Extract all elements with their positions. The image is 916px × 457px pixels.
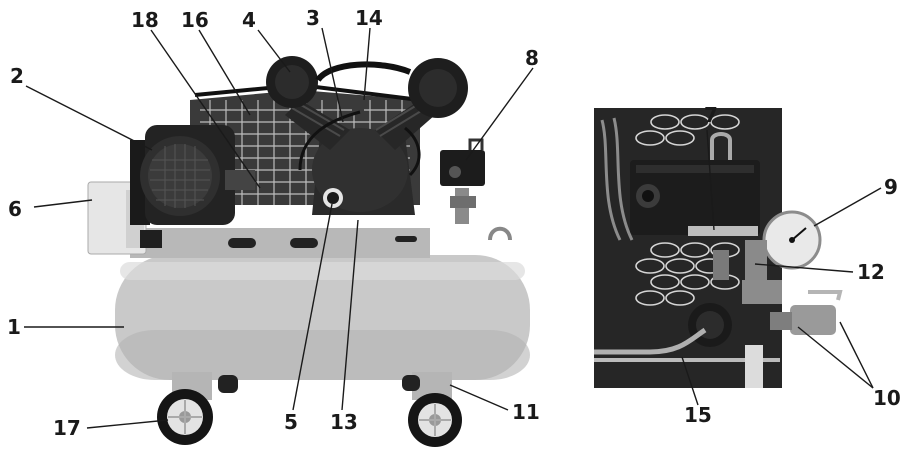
leader-9	[813, 187, 882, 227]
electric-motor	[130, 125, 255, 225]
compressor-pump	[285, 100, 435, 215]
leader-15	[681, 356, 699, 406]
label-5: 5	[284, 410, 298, 434]
detail-lever	[688, 226, 758, 236]
label-14: 14	[355, 6, 383, 30]
label-12: 12	[857, 260, 885, 284]
leader-17	[86, 419, 169, 429]
label-1: 1	[7, 315, 21, 339]
leader-4	[257, 29, 291, 73]
label-13: 13	[330, 410, 358, 434]
leader-13	[341, 219, 359, 411]
leader-8	[465, 67, 534, 161]
wheel-right	[408, 372, 462, 447]
label-10: 10	[873, 386, 901, 410]
label-2: 2	[10, 64, 24, 88]
label-3: 3	[306, 6, 320, 30]
label-18: 18	[131, 8, 159, 32]
leader-2	[25, 85, 153, 151]
leader-10b	[839, 321, 874, 389]
label-9: 9	[884, 175, 898, 199]
wheel-left	[157, 372, 213, 445]
label-17: 17	[53, 416, 81, 440]
leader-7	[706, 129, 715, 231]
leader-11	[449, 384, 509, 411]
label-4: 4	[242, 8, 256, 32]
label-15: 15	[684, 403, 712, 427]
air-tank	[115, 255, 530, 380]
detail-pressure-switch	[630, 160, 760, 235]
label-6: 6	[8, 197, 22, 221]
label-16: 16	[181, 8, 209, 32]
leader-18	[150, 29, 261, 189]
leader-6	[33, 199, 93, 208]
mounting-platform	[130, 228, 430, 258]
leader-16	[198, 29, 251, 116]
label-8: 8	[525, 46, 539, 70]
air-filters	[266, 56, 468, 118]
leader-10a	[797, 326, 874, 389]
leader-12	[754, 263, 854, 273]
label-7: 7	[704, 103, 718, 127]
pressure-switch	[440, 138, 485, 224]
outlet-pipe	[315, 61, 412, 82]
leader-5	[292, 203, 333, 411]
leader-14	[363, 27, 371, 101]
leader-3	[321, 27, 344, 123]
outlet-valves	[790, 305, 836, 335]
label-11: 11	[512, 400, 540, 424]
